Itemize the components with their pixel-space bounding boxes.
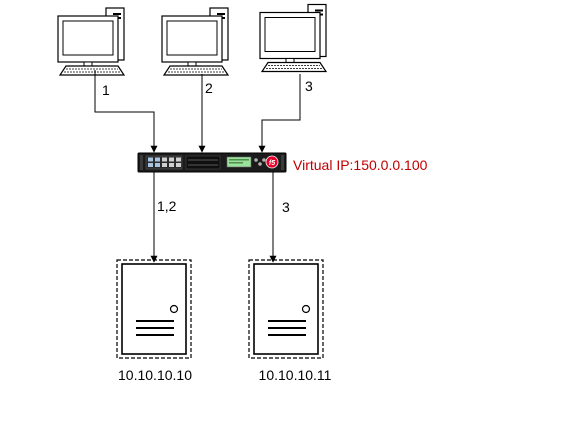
server-a-icon (116, 259, 192, 359)
path-label-client-1: 1 (102, 82, 110, 98)
client-pc-2-icon (161, 7, 229, 76)
connection-client-3 (258, 74, 301, 153)
server-b-ip-label: 10.10.10.11 (258, 367, 332, 383)
svg-text:f5: f5 (269, 160, 275, 167)
path-label-server-a: 1,2 (157, 198, 177, 214)
path-label-client-2: 2 (205, 80, 213, 96)
path-label-client-3: 3 (305, 78, 313, 94)
connection-client-1 (94, 70, 158, 153)
server-b-icon (248, 259, 324, 359)
virtual-ip-label: Virtual IP:150.0.0.100 (293, 157, 428, 173)
f5-logo-icon (265, 155, 279, 169)
client-pc-1-icon (57, 7, 125, 76)
client-pc-3-icon (259, 3, 327, 73)
path-label-server-b: 3 (282, 199, 290, 215)
server-a-ip-label: 10.10.10.10 (118, 367, 192, 383)
f5-appliance-icon: f5 (137, 152, 287, 173)
